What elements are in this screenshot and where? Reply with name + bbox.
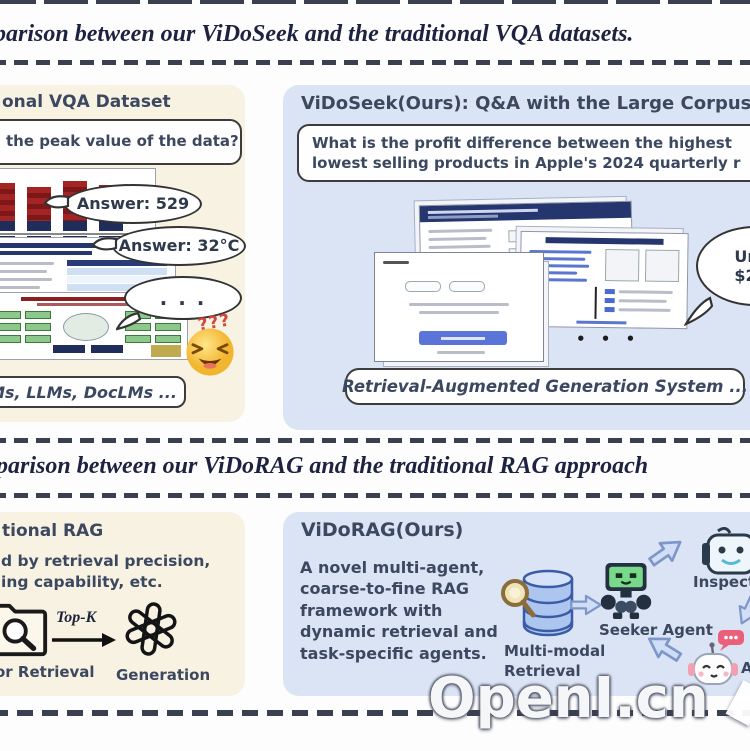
section2-bottom-dashed-rule [0,493,750,498]
generation-label: Generation [116,666,211,684]
answer-bubble-1-tail [44,195,70,209]
answer-agent-icon [688,630,744,685]
seeker-agent-label: Seeker Agent [599,621,713,639]
section1-title: parison between our ViDoSeek and the tra… [0,21,634,47]
openai-logo-icon [125,602,177,656]
seeker-agent-icon [600,563,652,619]
vidoseek-title: ViDoSeek(Ours): Q&A with the Large Corpu… [301,93,750,114]
inspector-agent-label: Inspect [693,573,750,591]
traditional-rag-title: tional RAG [2,521,104,541]
document-thumbnail-tall [374,252,544,362]
more-documents-dots: • • • [576,330,641,348]
vidoseek-question-box [297,124,750,182]
section2-title: parison between our ViDoRAG and the trad… [0,453,649,479]
ellipsis-bubble-tail [116,312,142,331]
section2-top-dashed-rule [0,438,750,443]
ellipsis-bubble: . . . [124,276,242,320]
vidorag-desc: A novel multi-agent, coarse-to-fine RAG … [300,558,498,663]
answer-bubble-2: Answer: 32°C [112,226,246,266]
bottom-dashed-rule [0,710,750,716]
laughing-emoji-icon [186,328,234,376]
vqa-question-text: the peak value of the data? [6,132,239,150]
database-search-icon [501,569,574,637]
topk-arrow-icon [52,633,116,647]
top-dashed-rule [0,0,750,4]
arrow-inspector-to-answer [738,594,750,625]
vidoseek-question-text: What is the profit difference between th… [312,134,741,173]
models-label-text: Ms, LLMs, DocLMs ... [0,382,177,402]
topk-label: Top-K [56,609,97,626]
answer-agent-label: A [741,659,750,677]
folder-search-icon [0,603,48,657]
models-label-box: Ms, LLMs, DocLMs ... [0,376,186,408]
watermark-text: OpenI.cn [428,666,709,731]
inspector-agent-icon [702,527,750,575]
arrow-seeker-to-inspector [648,540,682,567]
vqa-question-box [0,119,242,165]
rag-system-label-box: Retrieval-Augmented Generation System ..… [341,368,749,405]
vector-retrieval-label: or Retrieval [0,663,95,681]
slide-thumbnail-front [519,230,689,330]
answer-bubble-2-tail [92,237,118,251]
answer-bubble-2-text: Answer: 32°C [118,236,240,256]
section1-dashed-rule [0,60,750,65]
answer-bubble-1-text: Answer: 529 [76,194,190,214]
multimodal-retrieval-label: Multi-modal Retrieval [504,642,606,681]
arrow-answer-to-seeker [647,637,683,662]
traditional-rag-desc: d by retrieval precision, ing capability… [1,552,211,591]
panel-traditional-rag [0,512,245,696]
answer-bubble-1: Answer: 529 [64,184,202,224]
vidorag-title: ViDoRAG(Ours) [301,519,464,541]
rag-system-label-text: Retrieval-Augmented Generation System ..… [341,377,749,396]
ellipsis-bubble-text: . . . [159,286,207,310]
traditional-vqa-title: onal VQA Dataset [2,92,171,112]
unique-answer-text: Uniq $24 [734,246,750,285]
arrow-retrieval-to-seeker [570,594,602,616]
unique-answer-bubble-tail [684,296,714,326]
